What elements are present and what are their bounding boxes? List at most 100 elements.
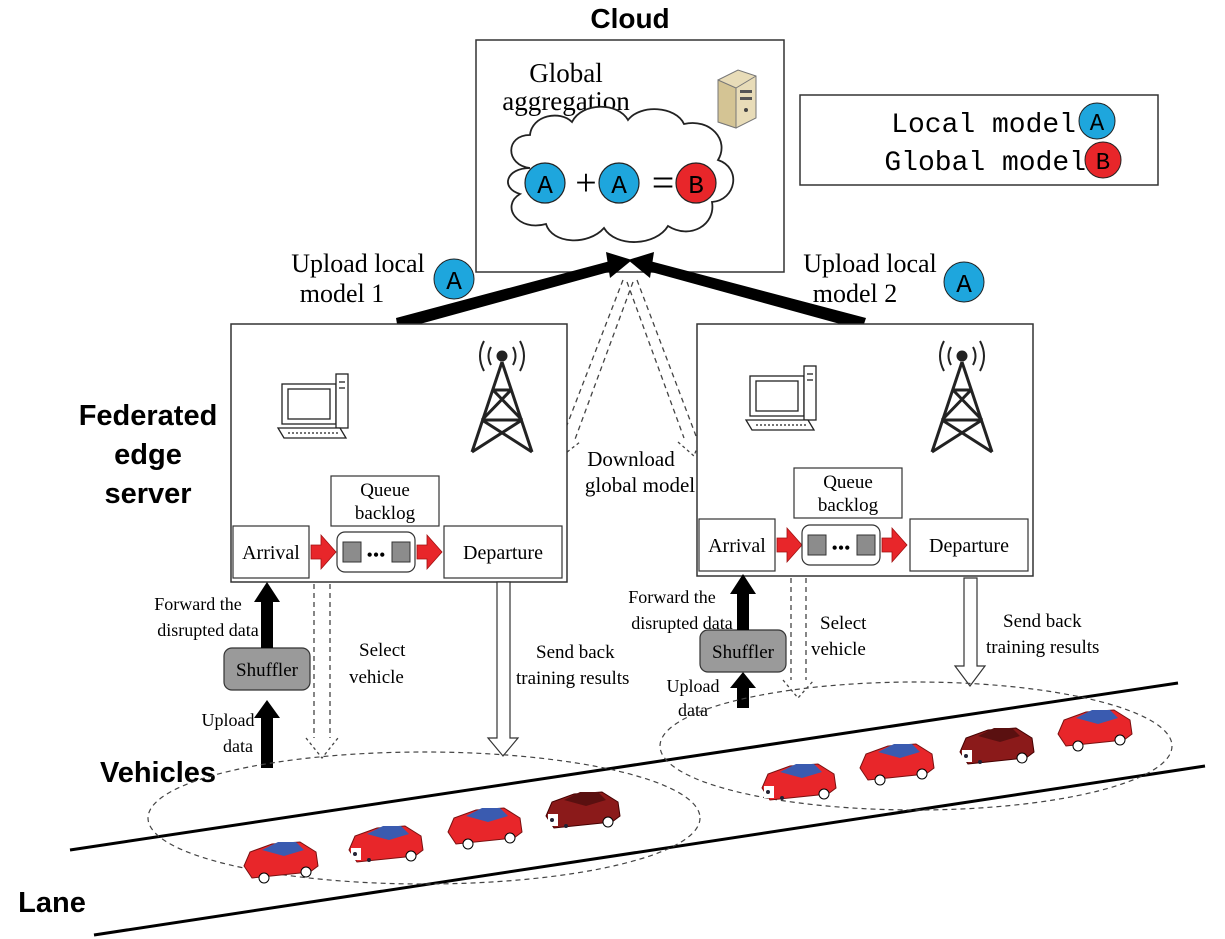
car bbox=[1057, 709, 1133, 752]
select-label-2b: vehicle bbox=[811, 639, 866, 660]
forward-data-arrow-2 bbox=[730, 574, 756, 630]
edge-server-1: Queue backlog Arrival ••• Departure bbox=[230, 323, 568, 583]
queue-out-arrow bbox=[881, 526, 908, 564]
queue-out-arrow bbox=[416, 533, 443, 571]
queue-backlog-box bbox=[793, 467, 903, 519]
arrival-label: Arrival bbox=[242, 542, 300, 564]
upload-data-label-2a: Upload bbox=[667, 676, 720, 696]
upload-right-model-circle bbox=[943, 261, 985, 303]
send-back-arrow-1 bbox=[486, 581, 520, 757]
download-arrow-right bbox=[626, 279, 703, 458]
departure-box bbox=[443, 525, 563, 579]
car bbox=[348, 825, 424, 863]
edge-server-2: Queue backlog Arrival ••• Departure bbox=[696, 323, 1034, 577]
queue-backlog-box bbox=[330, 475, 440, 527]
equation-operand-2: A bbox=[611, 171, 627, 201]
select-label-2a: Select bbox=[820, 613, 867, 634]
departure-label: Departure bbox=[463, 542, 543, 564]
queue-in-arrow bbox=[776, 526, 803, 564]
federated-label-2: edge bbox=[114, 439, 182, 471]
local-model-a-circle bbox=[598, 162, 640, 204]
arrival-label: Arrival bbox=[708, 535, 766, 557]
send-back-label-2a: Send back bbox=[1003, 611, 1082, 632]
send-back-arrow-2 bbox=[953, 577, 987, 687]
legend-local-label: Local model bbox=[891, 110, 1076, 141]
arrival-box bbox=[698, 518, 776, 572]
car bbox=[243, 841, 319, 884]
forward-label-1b: disrupted data bbox=[157, 620, 258, 640]
upload-left-label-1: Upload local bbox=[291, 249, 425, 278]
upload-right-symbol: A bbox=[956, 270, 972, 300]
upload-data-arrow-2 bbox=[730, 672, 756, 708]
vehicle-cluster-1 bbox=[147, 751, 701, 885]
computer-icon bbox=[744, 365, 817, 431]
queue-label-1: Queue bbox=[823, 472, 873, 493]
download-label-2: global model bbox=[585, 473, 695, 497]
car bbox=[959, 727, 1035, 765]
vehicle-cluster-2 bbox=[659, 681, 1173, 811]
car bbox=[761, 763, 837, 801]
forward-label-1a: Forward the bbox=[154, 594, 241, 614]
queue-item bbox=[391, 541, 411, 563]
forward-data-arrow-1 bbox=[254, 582, 280, 648]
queue-dots: ••• bbox=[832, 538, 851, 558]
equation-equals: = bbox=[652, 160, 675, 205]
lane-line-top bbox=[69, 681, 1179, 852]
shuffler-1-label: Shuffler bbox=[236, 660, 299, 681]
lane-line-bottom bbox=[93, 764, 1206, 937]
tower-icon bbox=[930, 340, 994, 454]
computer-icon bbox=[276, 373, 349, 439]
queue-item bbox=[342, 541, 362, 563]
global-aggregation-label-1: Global bbox=[529, 58, 603, 88]
select-vehicle-arrow-1 bbox=[305, 584, 339, 760]
departure-label: Departure bbox=[929, 535, 1009, 557]
upload-arrow-left bbox=[396, 252, 632, 330]
car bbox=[447, 807, 523, 850]
upload-right-label-2: model 2 bbox=[813, 279, 898, 308]
legend-local-symbol: A bbox=[1090, 111, 1105, 138]
upload-arrow-right bbox=[628, 252, 866, 330]
upload-left-label-2: model 1 bbox=[300, 279, 385, 308]
legend-global-label: Global model bbox=[884, 148, 1086, 179]
forward-label-2a: Forward the bbox=[628, 587, 715, 607]
queue-label-2: backlog bbox=[818, 495, 879, 516]
lane-label: Lane bbox=[18, 887, 86, 919]
car bbox=[545, 791, 621, 829]
equation-result: B bbox=[688, 171, 704, 201]
shuffler-2-label: Shuffler bbox=[712, 642, 775, 663]
upload-left-model-circle bbox=[433, 258, 475, 300]
upload-right-label-1: Upload local bbox=[803, 249, 937, 278]
departure-box bbox=[909, 518, 1029, 572]
upload-left-symbol: A bbox=[446, 267, 462, 297]
queue-item bbox=[856, 534, 876, 556]
select-label-1b: vehicle bbox=[349, 667, 404, 688]
queue-dots: ••• bbox=[367, 545, 386, 565]
cloud-title: Cloud bbox=[590, 3, 669, 34]
arrival-box bbox=[232, 525, 310, 579]
federated-label-3: server bbox=[104, 478, 191, 510]
global-model-b-circle bbox=[675, 162, 717, 204]
equation-operand-1: A bbox=[537, 171, 553, 201]
queue-label-1: Queue bbox=[360, 480, 410, 501]
federated-label-1: Federated bbox=[79, 400, 218, 432]
legend-global-symbol: B bbox=[1096, 150, 1110, 177]
download-label-1: Download bbox=[587, 447, 675, 471]
local-model-a-circle bbox=[524, 162, 566, 204]
legend-local-circle bbox=[1078, 102, 1116, 140]
upload-data-label-2b: data bbox=[678, 700, 708, 720]
upload-data-arrow-1 bbox=[254, 700, 280, 768]
queue-label-2: backlog bbox=[355, 503, 416, 524]
queue-in-arrow bbox=[310, 533, 337, 571]
select-vehicle-arrow-2 bbox=[782, 578, 815, 699]
server-icon bbox=[717, 69, 757, 129]
send-back-label-1b: training results bbox=[516, 668, 629, 689]
select-label-1a: Select bbox=[359, 640, 406, 661]
forward-label-2b: disrupted data bbox=[631, 613, 732, 633]
upload-data-label-1a: Upload bbox=[202, 710, 255, 730]
car bbox=[859, 743, 935, 786]
tower-icon bbox=[470, 340, 534, 454]
legend-global-circle bbox=[1084, 141, 1122, 179]
send-back-label-2b: training results bbox=[986, 637, 1099, 658]
